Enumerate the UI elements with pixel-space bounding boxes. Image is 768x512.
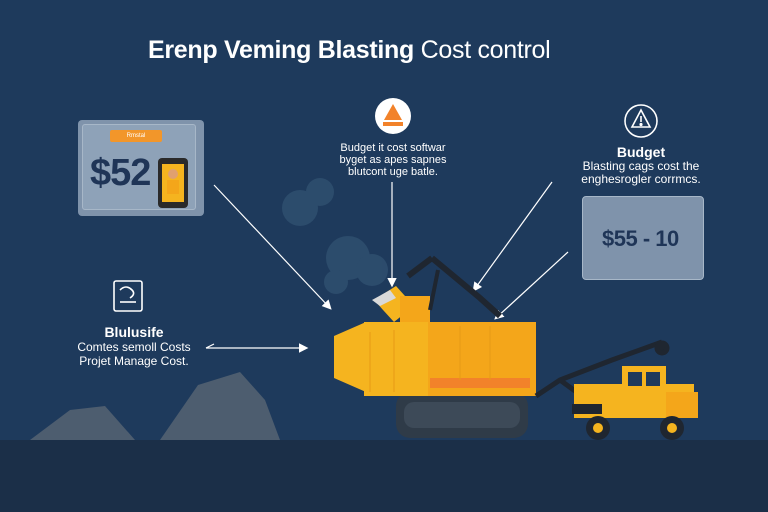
left-text-block: Blulusife Comtes semoll Costs Projet Man…	[54, 324, 214, 368]
smoke-cloud	[282, 178, 388, 294]
crusher-machine	[334, 255, 536, 438]
title-bold: Erenp Veming Blasting	[148, 36, 414, 64]
page-title: Erenp Veming Blasting Cost control	[148, 36, 551, 65]
center-text-block: Budget it cost softwar byget as apes sap…	[318, 142, 468, 178]
ground-strip	[0, 440, 768, 512]
center-line: Budget it cost softwar	[340, 142, 446, 154]
right-heading: Budget	[616, 144, 666, 160]
warning-badge-icon	[375, 98, 411, 134]
title-light: Cost control	[413, 36, 551, 64]
mountain-range	[30, 372, 280, 440]
center-line: blutcont uge batle.	[348, 166, 438, 178]
price-right-value: $55 - 10	[602, 226, 679, 251]
document-icon	[113, 280, 143, 312]
dump-truck	[572, 366, 698, 440]
connector-arrows	[205, 181, 569, 353]
right-text-block: Budget Blasting cags cost the enghesrogl…	[566, 144, 716, 186]
budget-card-right	[582, 196, 704, 280]
left-line: Comtes semoll Costs	[77, 340, 191, 354]
hazard-sign-icon	[624, 104, 658, 138]
right-line: Blasting cags cost the	[582, 159, 700, 173]
left-line: Projet Manage Cost.	[79, 354, 189, 368]
price-tag-label: Rmstal	[110, 130, 162, 142]
phone-icon	[158, 158, 188, 208]
center-line: byget as apes sapnes	[339, 154, 447, 166]
price-left-value: $52	[90, 152, 151, 194]
left-heading: Blulusife	[104, 324, 164, 340]
right-line: enghesrogler corrmcs.	[581, 172, 701, 186]
